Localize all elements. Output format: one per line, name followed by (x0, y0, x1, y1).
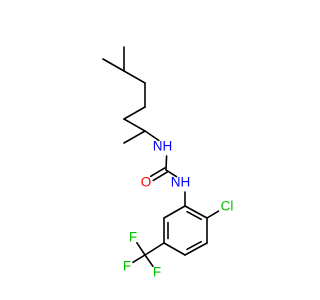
atom-n2: NH (171, 175, 191, 190)
single-bond-c_me1-c_ch1 (102, 58, 125, 72)
atom-label-f3: F (153, 265, 161, 280)
double-bond-c_ar3-c_ar4-inner (186, 240, 202, 251)
double-bond-c_co-o1 (149, 167, 166, 178)
atom-label-f2: F (129, 230, 137, 245)
atom-cl1: Cl (221, 199, 234, 214)
single-bond-c_ch2b-c_ch2c (123, 106, 146, 120)
single-bond-c_ar4-c_ar5 (163, 242, 186, 256)
single-bond-c_ch2-n1 (144, 130, 160, 142)
double-bond-c_co-o1-second (152, 171, 169, 182)
single-bond-c_ar6-c_ar1 (163, 205, 186, 219)
atom-f1: F (123, 259, 131, 274)
double-bond-c_ar1-c_ar2 (184, 205, 208, 219)
single-bond-n1-c_co (165, 155, 168, 171)
atom-f2: F (129, 230, 137, 245)
bonds (102, 46, 220, 268)
atom-label-n1: NH (153, 139, 173, 154)
single-bond-c_ch1-c_ch2a (123, 70, 146, 84)
atom-f3: F (153, 265, 161, 280)
atom-label-cl1: Cl (221, 199, 234, 214)
single-bond-c_ar2-cl1 (206, 210, 220, 219)
single-bond-c_cf3-f2 (136, 242, 146, 256)
single-bond-c_ch2-c_me3 (123, 130, 146, 144)
atom-label-f1: F (123, 259, 131, 274)
single-bond-c_ch2c-c_ch2 (123, 118, 146, 132)
single-bond-c_co-n2 (165, 169, 178, 178)
single-bond-c_ar5-c_cf3 (144, 242, 165, 256)
atom-n1: NH (153, 139, 173, 154)
single-bond-c_cf3-f1 (132, 254, 146, 264)
double-bond-c_ar3-c_ar4 (184, 242, 208, 256)
single-bond-c_cf3-f3 (144, 254, 154, 268)
atom-label-n2: NH (171, 175, 191, 190)
double-bond-c_ar1-c_ar2-inner (186, 210, 202, 221)
atom-label-o1: O (141, 175, 152, 190)
atom-o1: O (141, 175, 152, 190)
